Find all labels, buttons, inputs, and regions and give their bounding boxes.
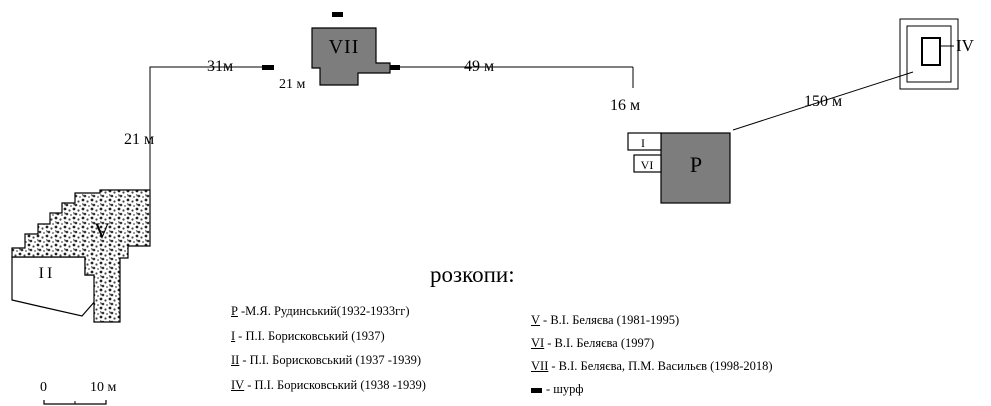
legend-symbol: I	[231, 329, 236, 343]
distance-label-150: 150 м	[804, 93, 842, 110]
legend-text: - В.І. Беляєва (1981-1995)	[543, 313, 680, 327]
survey-line-diagonal	[732, 71, 914, 131]
legend-text: - шурф	[546, 382, 584, 396]
excavation-i	[627, 132, 662, 151]
legend-text: - В.І. Беляєва (1997)	[547, 336, 655, 350]
excavation-vi	[633, 154, 662, 173]
test-pit-icon	[531, 387, 542, 393]
test-pit-marker	[262, 65, 274, 70]
site-label-p: Р	[690, 152, 702, 177]
distance-label-49: 49 м	[464, 58, 494, 75]
legend-item: VI- В.І. Беляєва (1997)	[531, 337, 654, 350]
legend-item: IV- П.І. Борисковський (1938 -1939)	[231, 379, 426, 392]
scale-ten-label: 10 м	[90, 380, 117, 395]
legend-item: V- В.І. Беляєва (1981-1995)	[531, 314, 679, 327]
site-label-i: I	[641, 136, 645, 150]
site-label-ii: II	[39, 265, 56, 282]
legend-text: - П.І. Борисковський (1938 -1939)	[247, 378, 426, 392]
legend-text: - П.І. Борисковський (1937 -1939)	[242, 353, 422, 367]
legend-symbol: II	[231, 353, 240, 367]
site-label-vii: VII	[329, 36, 360, 58]
site-label-v: V	[94, 218, 110, 243]
survey-line-left	[149, 66, 262, 190]
legend-symbol: IV	[231, 378, 245, 392]
legend-symbol: VII	[531, 359, 549, 373]
legend-text: - П.І. Борисковський (1937)	[238, 329, 385, 343]
distance-label-21-left: 21 м	[124, 131, 154, 148]
test-pit-marker	[332, 12, 343, 17]
distance-label-21-top: 21 м	[279, 77, 306, 92]
legend-item: - шурф	[531, 383, 584, 396]
site-label-vi: VI	[641, 158, 654, 172]
legend-symbol: Р	[231, 304, 238, 318]
distance-label-31: 31м	[207, 58, 233, 75]
excavation-iv-outer	[899, 18, 959, 90]
legend-item: VII- В.І. Беляєва, П.М. Васильєв (1998-2…	[531, 360, 773, 373]
excavation-vii	[311, 27, 391, 86]
site-label-iv: IV	[956, 36, 975, 55]
scale-zero-label: 0	[40, 380, 47, 395]
test-pit-marker	[389, 65, 400, 70]
legend-item: II- П.І. Борисковський (1937 -1939)	[231, 354, 421, 367]
excavation-iv-inner	[921, 37, 941, 66]
excavation-iv-middle	[906, 25, 952, 83]
legend-title: розкопи:	[430, 262, 515, 287]
legend-item: Р-М.Я. Рудинський(1932-1933гг)	[231, 305, 410, 318]
legend-text: -М.Я. Рудинський(1932-1933гг)	[240, 304, 410, 318]
legend-item: I- П.І. Борисковський (1937)	[231, 330, 385, 343]
legend-symbol: VI	[531, 336, 545, 350]
excavation-v	[11, 189, 151, 323]
legend-symbol: V	[531, 313, 541, 327]
legend-text: - В.І. Беляєва, П.М. Васильєв (1998-2018…	[551, 359, 773, 373]
distance-label-16: 16 м	[610, 97, 640, 114]
